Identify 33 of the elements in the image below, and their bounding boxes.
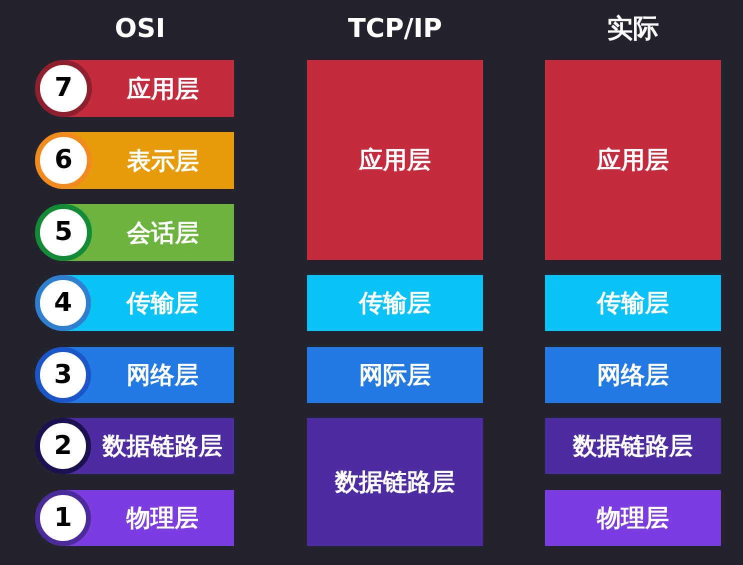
- layer-name: 传输层: [124, 288, 200, 319]
- column-heading: 实际: [607, 13, 659, 46]
- layer-box: 网络层: [545, 347, 721, 403]
- layer-number: 3: [35, 347, 91, 403]
- layer-number: 5: [35, 204, 92, 261]
- layer-name: 物理层: [125, 503, 200, 534]
- layer-bar: [35, 275, 234, 331]
- layer-name: 数据链路层: [101, 431, 224, 462]
- layer-box: 网际层: [307, 347, 483, 403]
- layer-bar: [35, 60, 234, 117]
- layer-box: 传输层: [307, 275, 483, 331]
- layer-number: 6: [35, 132, 92, 189]
- column-heading: TCP/IP: [348, 13, 442, 46]
- layer-number: 2: [35, 418, 91, 474]
- layer-box: 数据链路层: [307, 418, 483, 546]
- layer-number: 7: [35, 60, 92, 117]
- layer-box: 传输层: [545, 275, 721, 331]
- layer-bar: [35, 490, 234, 546]
- layer-name: 应用层: [126, 74, 200, 104]
- layer-number: 1: [35, 490, 91, 546]
- layer-name: 会话层: [126, 218, 200, 248]
- layer-bar: [35, 418, 234, 474]
- layer-bar: [35, 204, 234, 261]
- layer-box: 应用层: [307, 60, 483, 260]
- layer-box: 数据链路层: [545, 418, 721, 474]
- layer-name: 网络层: [126, 360, 200, 391]
- layer-name: 表示层: [126, 146, 200, 176]
- layer-bar: [35, 132, 234, 189]
- layer-bar: [35, 347, 234, 403]
- layer-box: 应用层: [545, 60, 721, 260]
- column-heading: OSI: [114, 13, 166, 46]
- layer-number: 4: [35, 275, 91, 331]
- layer-box: 物理层: [545, 490, 721, 546]
